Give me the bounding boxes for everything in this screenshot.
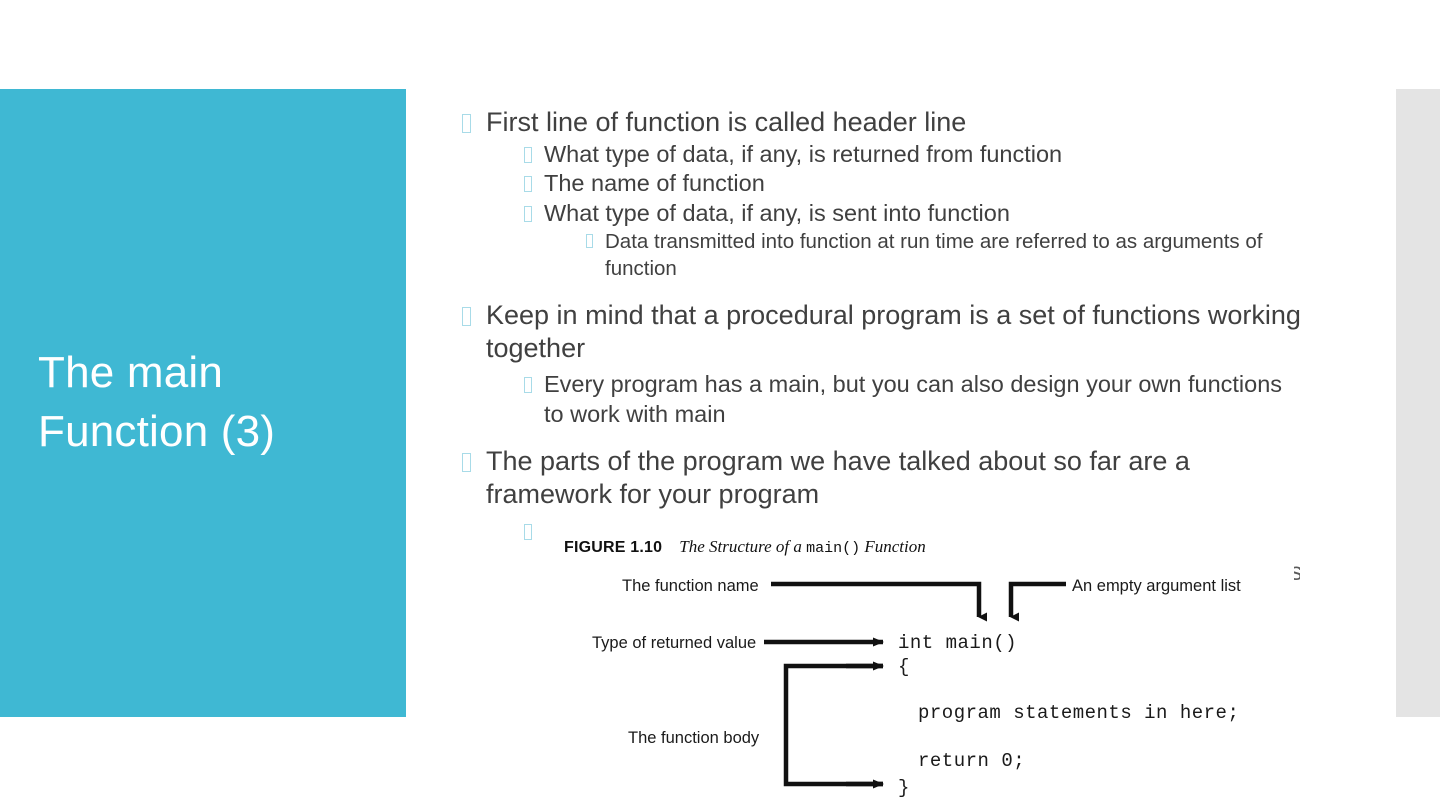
right-accent-bar — [1396, 89, 1440, 717]
paragraph-spacer — [462, 429, 1302, 445]
bullet-text: The name of function — [544, 170, 765, 197]
bullet-text: What type of data, if any, is returned f… — [544, 140, 1063, 167]
bullet-text: Every program has a main, but you can al… — [544, 371, 1283, 427]
connector-function-body-bracket — [783, 663, 883, 787]
code-close-brace: } — [898, 777, 910, 799]
connector-argument-list — [1008, 581, 1066, 622]
bullet-text: Keep in mind that a procedural program i… — [486, 299, 1301, 363]
bullet-text: First line of function is called header … — [486, 107, 967, 137]
code-open-brace: { — [898, 656, 910, 678]
bullet-level2: The name of function — [524, 169, 1302, 198]
annotation-argument-list: An empty argument list — [1072, 577, 1241, 595]
annotation-returned-value: Type of returned value — [592, 634, 757, 652]
figure-caption: FIGURE 1.10 The Structure of a main() Fun… — [564, 537, 926, 557]
code-statements: program statements in here; — [918, 702, 1240, 724]
slide-title-block: The main Function (3) — [0, 89, 406, 717]
connector-function-name — [771, 581, 987, 622]
annotation-function-body: The function body — [628, 729, 760, 747]
bullet-level2: What type of data, if any, is returned f… — [524, 140, 1302, 169]
paragraph-spacer — [462, 283, 1302, 299]
bullet-marker-icon — [462, 445, 486, 473]
code-return: return 0; — [918, 750, 1026, 772]
code-signature: int main() — [898, 632, 1018, 654]
bullet-text: What type of data, if any, is sent into … — [544, 199, 1010, 226]
figure-title-suffix: Function — [860, 537, 926, 556]
bullet-level2-obscured — [524, 517, 1302, 541]
bullet-marker-icon — [524, 517, 544, 541]
bullet-marker-icon — [462, 106, 486, 133]
bullet-level2: Every program has a main, but you can al… — [524, 370, 1302, 429]
annotation-function-name: The function name — [622, 577, 759, 595]
obscured-text-fragment: s — [1290, 558, 1300, 586]
page-title: The main Function (3) — [38, 348, 276, 456]
bullet-level1: First line of function is called header … — [462, 106, 1302, 139]
figure-title: The Structure of a main() Function — [679, 537, 926, 557]
bullet-text: The parts of the program we have talked … — [486, 446, 1190, 510]
bullet-level3: Data transmitted into function at run ti… — [586, 228, 1302, 283]
bullet-marker-icon — [586, 228, 605, 249]
bullet-level2: What type of data, if any, is sent into … — [524, 199, 1302, 228]
bullet-level1: Keep in mind that a procedural program i… — [462, 299, 1302, 365]
bullet-marker-icon — [462, 299, 486, 326]
bullet-text: Data transmitted into function at run ti… — [605, 230, 1263, 281]
figure-title-code: main() — [806, 540, 861, 557]
figure-connector-lines — [764, 581, 1066, 789]
figure-title-prefix: The Structure of a — [679, 537, 807, 556]
bullet-marker-icon — [524, 169, 544, 193]
bullet-marker-icon — [524, 370, 544, 394]
slide-body-content: First line of function is called header … — [462, 106, 1302, 541]
bullet-marker-icon — [524, 140, 544, 163]
bullet-level1: The parts of the program we have talked … — [462, 445, 1302, 511]
figure-image: FIGURE 1.10 The Structure of a main() Fun… — [546, 532, 1294, 810]
bullet-marker-icon — [524, 199, 544, 222]
figure-label: FIGURE 1.10 — [564, 539, 663, 556]
